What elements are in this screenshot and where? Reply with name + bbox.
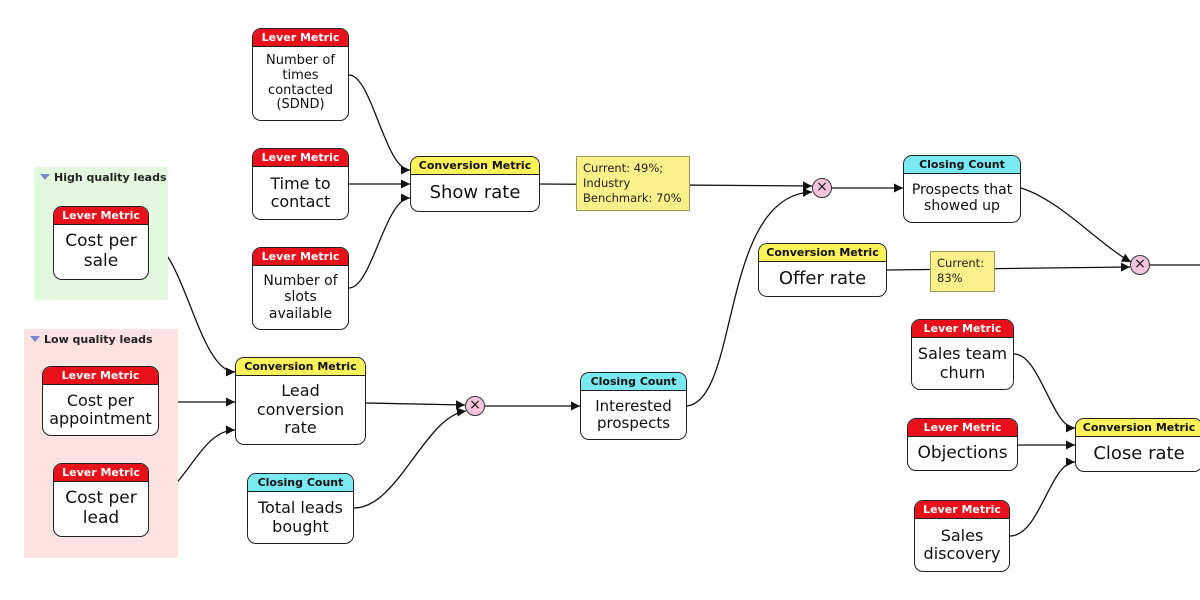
node-header: Conversion Metric [1076, 419, 1200, 437]
collapse-triangle-icon[interactable] [30, 335, 40, 342]
edge-lead-conversion-rate-to-multiply-1 [365, 400, 466, 410]
node-label: Prospects that showed up [911, 181, 1013, 214]
node-header: Lever Metric [54, 464, 148, 482]
edge-total-leads-bought-to-multiply-1 [353, 407, 467, 509]
node-header: Lever Metric [253, 248, 348, 266]
node-label: Number of slots available [263, 273, 338, 322]
node-header: Conversion Metric [759, 244, 886, 262]
group-label[interactable]: Low quality leads [30, 333, 153, 346]
node-header: Lever Metric [43, 367, 158, 385]
node-label: Sales discovery [923, 525, 1001, 563]
group-label-text: Low quality leads [44, 333, 153, 346]
node-label: Time to contact [270, 173, 331, 211]
node-label: Show rate [429, 181, 521, 203]
node-header: Conversion Metric [236, 358, 365, 376]
node-label: Cost per lead [65, 488, 137, 528]
edge-sales-discovery-to-close-rate [1009, 457, 1076, 537]
node-header: Closing Count [581, 373, 686, 391]
node-label: Lead conversion rate [256, 381, 345, 438]
node-header: Lever Metric [915, 501, 1009, 519]
edge-prospects-showed-up-to-multiply-3 [1020, 187, 1132, 263]
node-label: Number of times contacted (SDND) [266, 52, 335, 113]
node-header: Closing Count [904, 156, 1020, 174]
node-label: Total leads bought [257, 498, 344, 536]
group-label[interactable]: High quality leads [40, 171, 167, 184]
edge-slots-available-to-show-rate [348, 193, 411, 289]
multiply-operator-icon[interactable]: × [465, 396, 485, 416]
node-header: Lever Metric [908, 419, 1017, 437]
node-header: Lever Metric [912, 320, 1013, 338]
node-label: Close rate [1093, 442, 1185, 464]
node-label: Cost per appointment [49, 390, 152, 428]
node-label: Objections [917, 442, 1008, 463]
node-label: Interested prospects [595, 396, 672, 432]
multiply-operator-icon[interactable]: × [812, 178, 832, 198]
node-header: Closing Count [248, 474, 353, 492]
collapse-triangle-icon[interactable] [40, 173, 50, 180]
node-header: Lever Metric [253, 149, 348, 167]
edge-interested-prospects-to-multiply-2 [686, 187, 813, 407]
edge-offer-rate-to-multiply-3 [886, 262, 1131, 272]
node-header: Lever Metric [253, 29, 348, 47]
note-offer-rate-note[interactable]: Current: 83% [930, 251, 995, 292]
node-label: Cost per sale [65, 231, 137, 271]
node-label: Sales team churn [917, 344, 1008, 382]
edge-times-contacted-to-show-rate [348, 74, 411, 175]
node-header: Conversion Metric [411, 157, 539, 175]
node-label: Offer rate [778, 267, 867, 289]
multiply-operator-icon[interactable]: × [1130, 255, 1150, 275]
note-show-rate-note[interactable]: Current: 49%; Industry Benchmark: 70% [576, 156, 690, 211]
node-header: Lever Metric [54, 207, 148, 225]
group-label-text: High quality leads [54, 171, 167, 184]
edge-sales-team-churn-to-close-rate [1013, 353, 1076, 433]
